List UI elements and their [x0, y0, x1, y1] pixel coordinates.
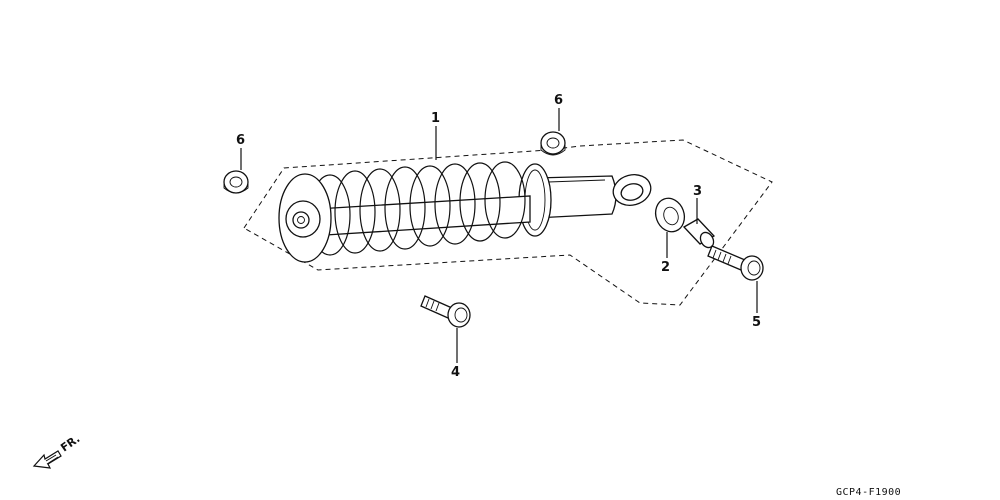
arrow-down-left-icon [32, 450, 62, 469]
callout-6-right: 6 [554, 93, 563, 108]
callout-6-left: 6 [236, 133, 245, 148]
callout-labels: 1 2 3 4 5 6 6 [236, 93, 761, 380]
callout-3: 3 [693, 184, 702, 199]
flange-bolt-5 [707, 245, 764, 281]
callout-1: 1 [431, 111, 440, 126]
lower-spring-seat [278, 173, 332, 263]
callout-5: 5 [752, 315, 761, 330]
shock-eye-mount [612, 174, 652, 206]
flange-nut-right [540, 131, 566, 156]
front-direction-indicator: FR. [32, 432, 82, 469]
leader-lines [240, 108, 758, 363]
rear-shock-absorber [278, 161, 652, 263]
assembly-outline [243, 139, 773, 306]
coil-spring [309, 161, 526, 256]
collar-part [654, 197, 686, 233]
callout-4: 4 [451, 365, 460, 380]
callout-2: 2 [661, 260, 670, 275]
diagram-code: GCP4-F1900 [836, 487, 901, 498]
flange-nut-left [223, 170, 249, 194]
front-direction-label: FR. [58, 432, 82, 454]
flange-bolt-4 [420, 295, 471, 328]
bushing-part [682, 218, 716, 249]
